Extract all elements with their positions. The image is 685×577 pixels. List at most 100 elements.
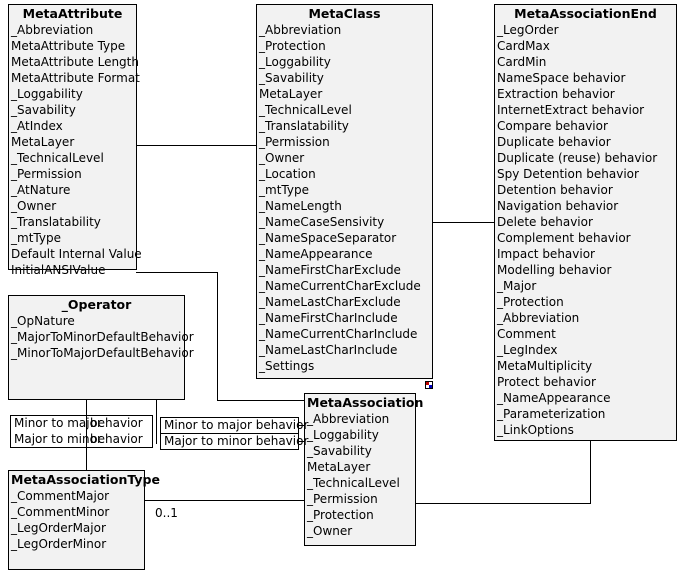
attribute-row: _Protection [497,295,564,309]
attribute-row: _MinorToMajorDefaultBehavior [11,346,194,360]
attribute-row: _Location [259,167,316,181]
attribute-row: Modelling behavior [497,263,612,277]
attribute-row: _LegOrderMinor [11,537,107,551]
attribute-row: _mtType [11,231,61,245]
class-title-operator: _Operator [61,297,132,312]
attribute-row: MetaLayer [259,87,323,101]
attribute-row: Impact behavior [497,247,595,261]
attribute-row: _Permission [307,492,378,506]
attribute-row: _Abbreviation [307,412,390,426]
attribute-row: _NameLength [259,199,342,213]
attribute-row: _Protection [307,508,374,522]
connector-metaassociation-metaassociationend-seg2[interactable] [590,440,591,504]
connector-label-stub-lower[interactable] [298,441,306,442]
attribute-row: Protect behavior [497,375,596,389]
connector-metaassociation-metaassociationend-seg1[interactable] [415,503,591,504]
attribute-row: _Translatability [11,215,101,229]
attribute-row: _NameLastCharExclude [259,295,401,309]
attribute-row: Duplicate (reuse) behavior [497,151,658,165]
attribute-row: MetaLayer [11,135,75,149]
attribute-row: MetaAttribute Format [11,71,140,85]
attribute-row: _Major [497,279,537,293]
label-cell-right: behavior [90,432,143,446]
attribute-row: _Loggability [11,87,83,101]
connector-metaclass-metaassociationend[interactable] [432,222,495,223]
attribute-row: _LegOrder [497,23,559,37]
attribute-row: Extraction behavior [497,87,615,101]
attribute-row: _CommentMinor [11,505,110,519]
association-label-box-minor-to-major[interactable]: Minor to major behavior [160,417,308,434]
attribute-row: MetaLayer [307,460,371,474]
attribute-row: Navigation behavior [497,199,619,213]
attribute-row: Spy Detention behavior [497,167,639,181]
connector-metaattribute-metaassociation-seg2[interactable] [217,272,218,401]
connector-metaattribute-metaassociation-seg3[interactable] [217,400,305,401]
connector-operator-metaassociation[interactable] [156,399,157,444]
class-attributes-metaassociation: _Abbreviation _Loggability _Savability M… [305,411,415,539]
attribute-row: _CommentMajor [11,489,110,503]
class-box-metaassociationtype[interactable]: MetaAssociationType _CommentMajor _Comme… [8,470,160,570]
attribute-row: _Parameterization [497,407,606,421]
attribute-row: Complement behavior [497,231,631,245]
attribute-row: _Owner [11,199,57,213]
class-box-operator[interactable]: _Operator _OpNature _MajorToMinorDefault… [8,295,194,400]
attribute-row: Delete behavior [497,215,593,229]
attribute-row: _Loggability [259,55,331,69]
connector-label-stub-upper[interactable] [298,425,306,426]
class-box-metaassociationend[interactable]: MetaAssociationEnd _LegOrder CardMax Car… [494,4,677,441]
attribute-row: _NameLastCharInclude [259,343,398,357]
label-cell-right: behavior [90,416,143,430]
attribute-row: MetaAttribute Length [11,55,139,69]
attribute-row: _LegOrderMajor [11,521,106,535]
association-label-box-operator[interactable]: Minor to major behavior Major to minor b… [10,415,153,448]
attribute-row: _TechnicalLevel [259,103,352,117]
attribute-row: InitialANSIValue [11,263,106,277]
connector-metaattribute-metaassociation-seg1[interactable] [136,272,218,273]
attribute-row: _TechnicalLevel [307,476,400,490]
association-label-box-major-to-minor[interactable]: Major to minor behavior [160,433,309,450]
attribute-row: _NameFirstCharInclude [259,311,398,325]
attribute-row: _Savability [259,71,324,85]
class-attributes-metaattribute: _Abbreviation MetaAttribute Type MetaAtt… [9,22,142,278]
attribute-row: MetaMultiplicity [497,359,593,373]
connector-metaassociationtype-metaassociation[interactable] [144,500,305,501]
class-title-metaassociationend: MetaAssociationEnd [514,6,657,21]
label-text-major-to-minor: Major to minor behavior [164,434,309,448]
multiplicity-label-0..1: 0..1 [155,506,178,520]
attribute-row: _NameCaseSensivity [259,215,385,229]
attribute-row: _Abbreviation [497,311,580,325]
attribute-row: NameSpace behavior [497,71,626,85]
attribute-row: _Savability [307,444,372,458]
attribute-row: _NameCurrentCharInclude [259,327,418,341]
label-cell-left: Major to minor [11,432,102,448]
class-title-metaassociation: MetaAssociation [307,395,424,410]
attribute-row: _Settings [259,359,315,373]
attribute-row: _NameAppearance [259,247,373,261]
attribute-row: _Permission [11,167,82,181]
class-attributes-metaclass: _Abbreviation _Protection _Loggability _… [257,22,432,374]
class-attributes-metaassociationtype: _CommentMajor _CommentMinor _LegOrderMaj… [9,488,144,552]
class-box-metaassociation[interactable]: MetaAssociation _Abbreviation _Loggabili… [304,393,424,546]
attribute-row: Duplicate behavior [497,135,611,149]
attribute-row: _Loggability [307,428,379,442]
attribute-row: InternetExtract behavior [497,103,645,117]
class-box-metaclass[interactable]: MetaClass _Abbreviation _Protection _Log… [256,4,433,379]
attribute-row: _NameCurrentCharExclude [259,279,421,293]
attribute-row: _Owner [259,151,305,165]
attribute-row: _Protection [259,39,326,53]
attribute-row: _LegIndex [497,343,558,357]
attribute-row: Comment [497,327,556,341]
attribute-row: MetaAttribute Type [11,39,126,53]
metaclass-resize-handle-icon[interactable] [425,381,433,389]
attribute-row: _NameFirstCharExclude [259,263,401,277]
attribute-row: _TechnicalLevel [11,151,104,165]
class-title-metaattribute: MetaAttribute [22,6,123,21]
attribute-row: _Savability [11,103,76,117]
attribute-row: Detention behavior [497,183,613,197]
class-box-metaattribute[interactable]: MetaAttribute _Abbreviation MetaAttribut… [8,4,142,277]
attribute-row: _MajorToMinorDefaultBehavior [11,330,194,344]
label-cell-left: Minor to major [11,416,102,432]
connector-metaattribute-metaclass[interactable] [136,145,257,146]
attribute-row: _NameSpaceSeparator [259,231,397,245]
attribute-row: _mtType [259,183,309,197]
